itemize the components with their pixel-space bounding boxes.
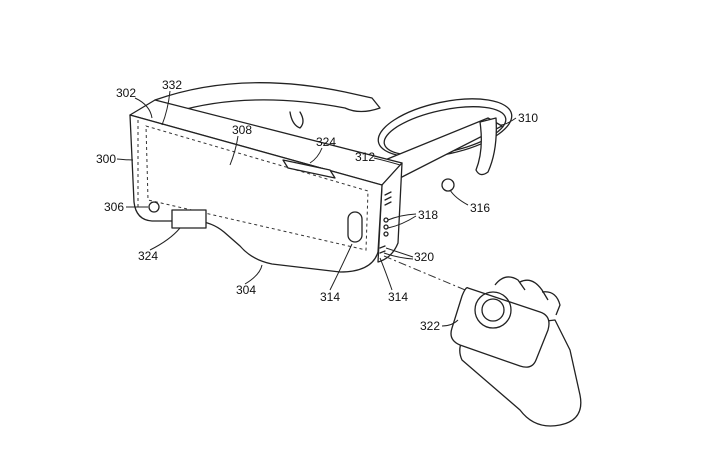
ref-304: 304 [236,283,256,297]
ref-322: 322 [420,319,440,333]
ref-332: 332 [162,78,182,92]
ref-324-top: 324 [316,135,336,149]
ref-318: 318 [418,208,438,222]
ref-308: 308 [232,123,252,137]
ref-314-left: 314 [320,290,340,304]
leader-lines [116,90,517,327]
ref-316: 316 [470,201,490,215]
ref-320: 320 [414,250,434,264]
ref-302: 302 [116,86,136,100]
ref-314-right: 314 [388,290,408,304]
ref-312: 312 [355,150,375,164]
top-strap [154,82,381,129]
hand-with-camera [450,276,582,427]
ref-324-bottom: 324 [138,249,158,263]
ref-306: 306 [104,200,124,214]
ref-310: 310 [518,111,538,125]
goggles-body [129,99,403,273]
temple-arm [384,117,503,192]
ref-300: 300 [96,152,116,166]
